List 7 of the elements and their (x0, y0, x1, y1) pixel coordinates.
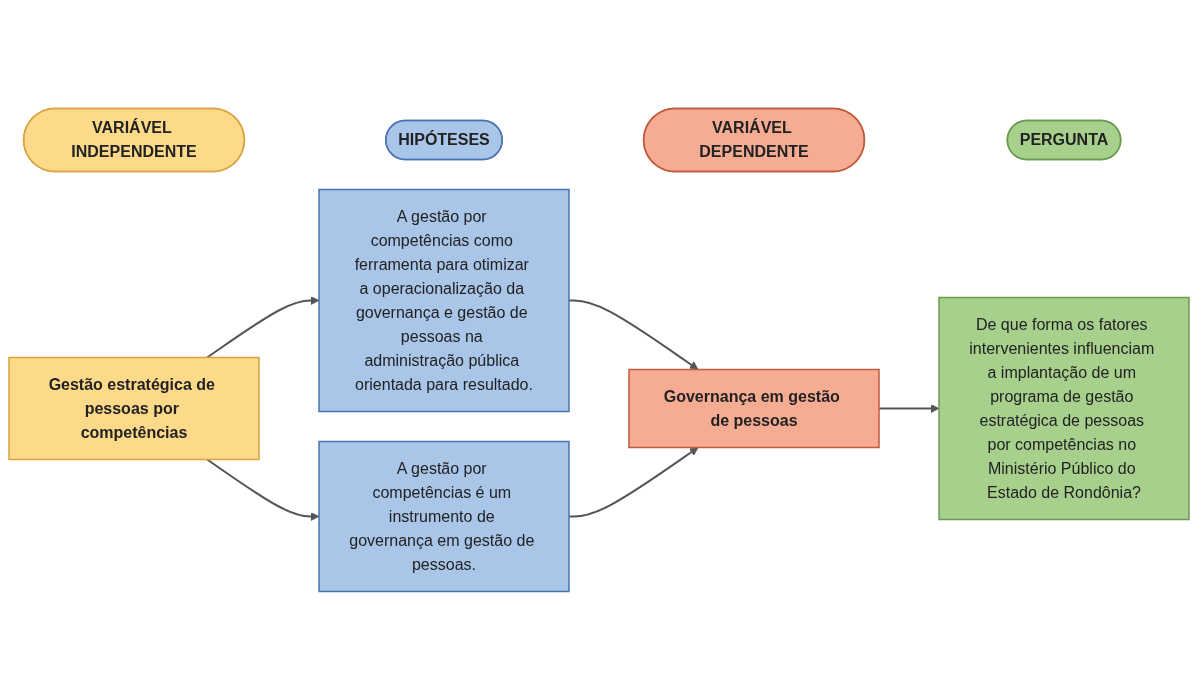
node-box: A gestão por competências é um instrumento de governança em gestão de pessoas. (317, 440, 570, 593)
arrow (205, 458, 319, 521)
node-box: Governança em gestão de pessoas (627, 368, 880, 449)
node-box: Gestão estratégica de pessoas por competências (7, 356, 260, 461)
arrow (205, 296, 319, 359)
node-box: De que forma os fatores intervenientes influenciam a implantação de um programa de gestão estratégica de pessoas por competências no Ministério Público do Estado de Rondônia? (937, 296, 1190, 521)
node-box: A gestão por competências como ferramenta para otimizar a operacionalização da governança e gestão de pessoas na administração pública orientada para resultado. (317, 188, 570, 413)
